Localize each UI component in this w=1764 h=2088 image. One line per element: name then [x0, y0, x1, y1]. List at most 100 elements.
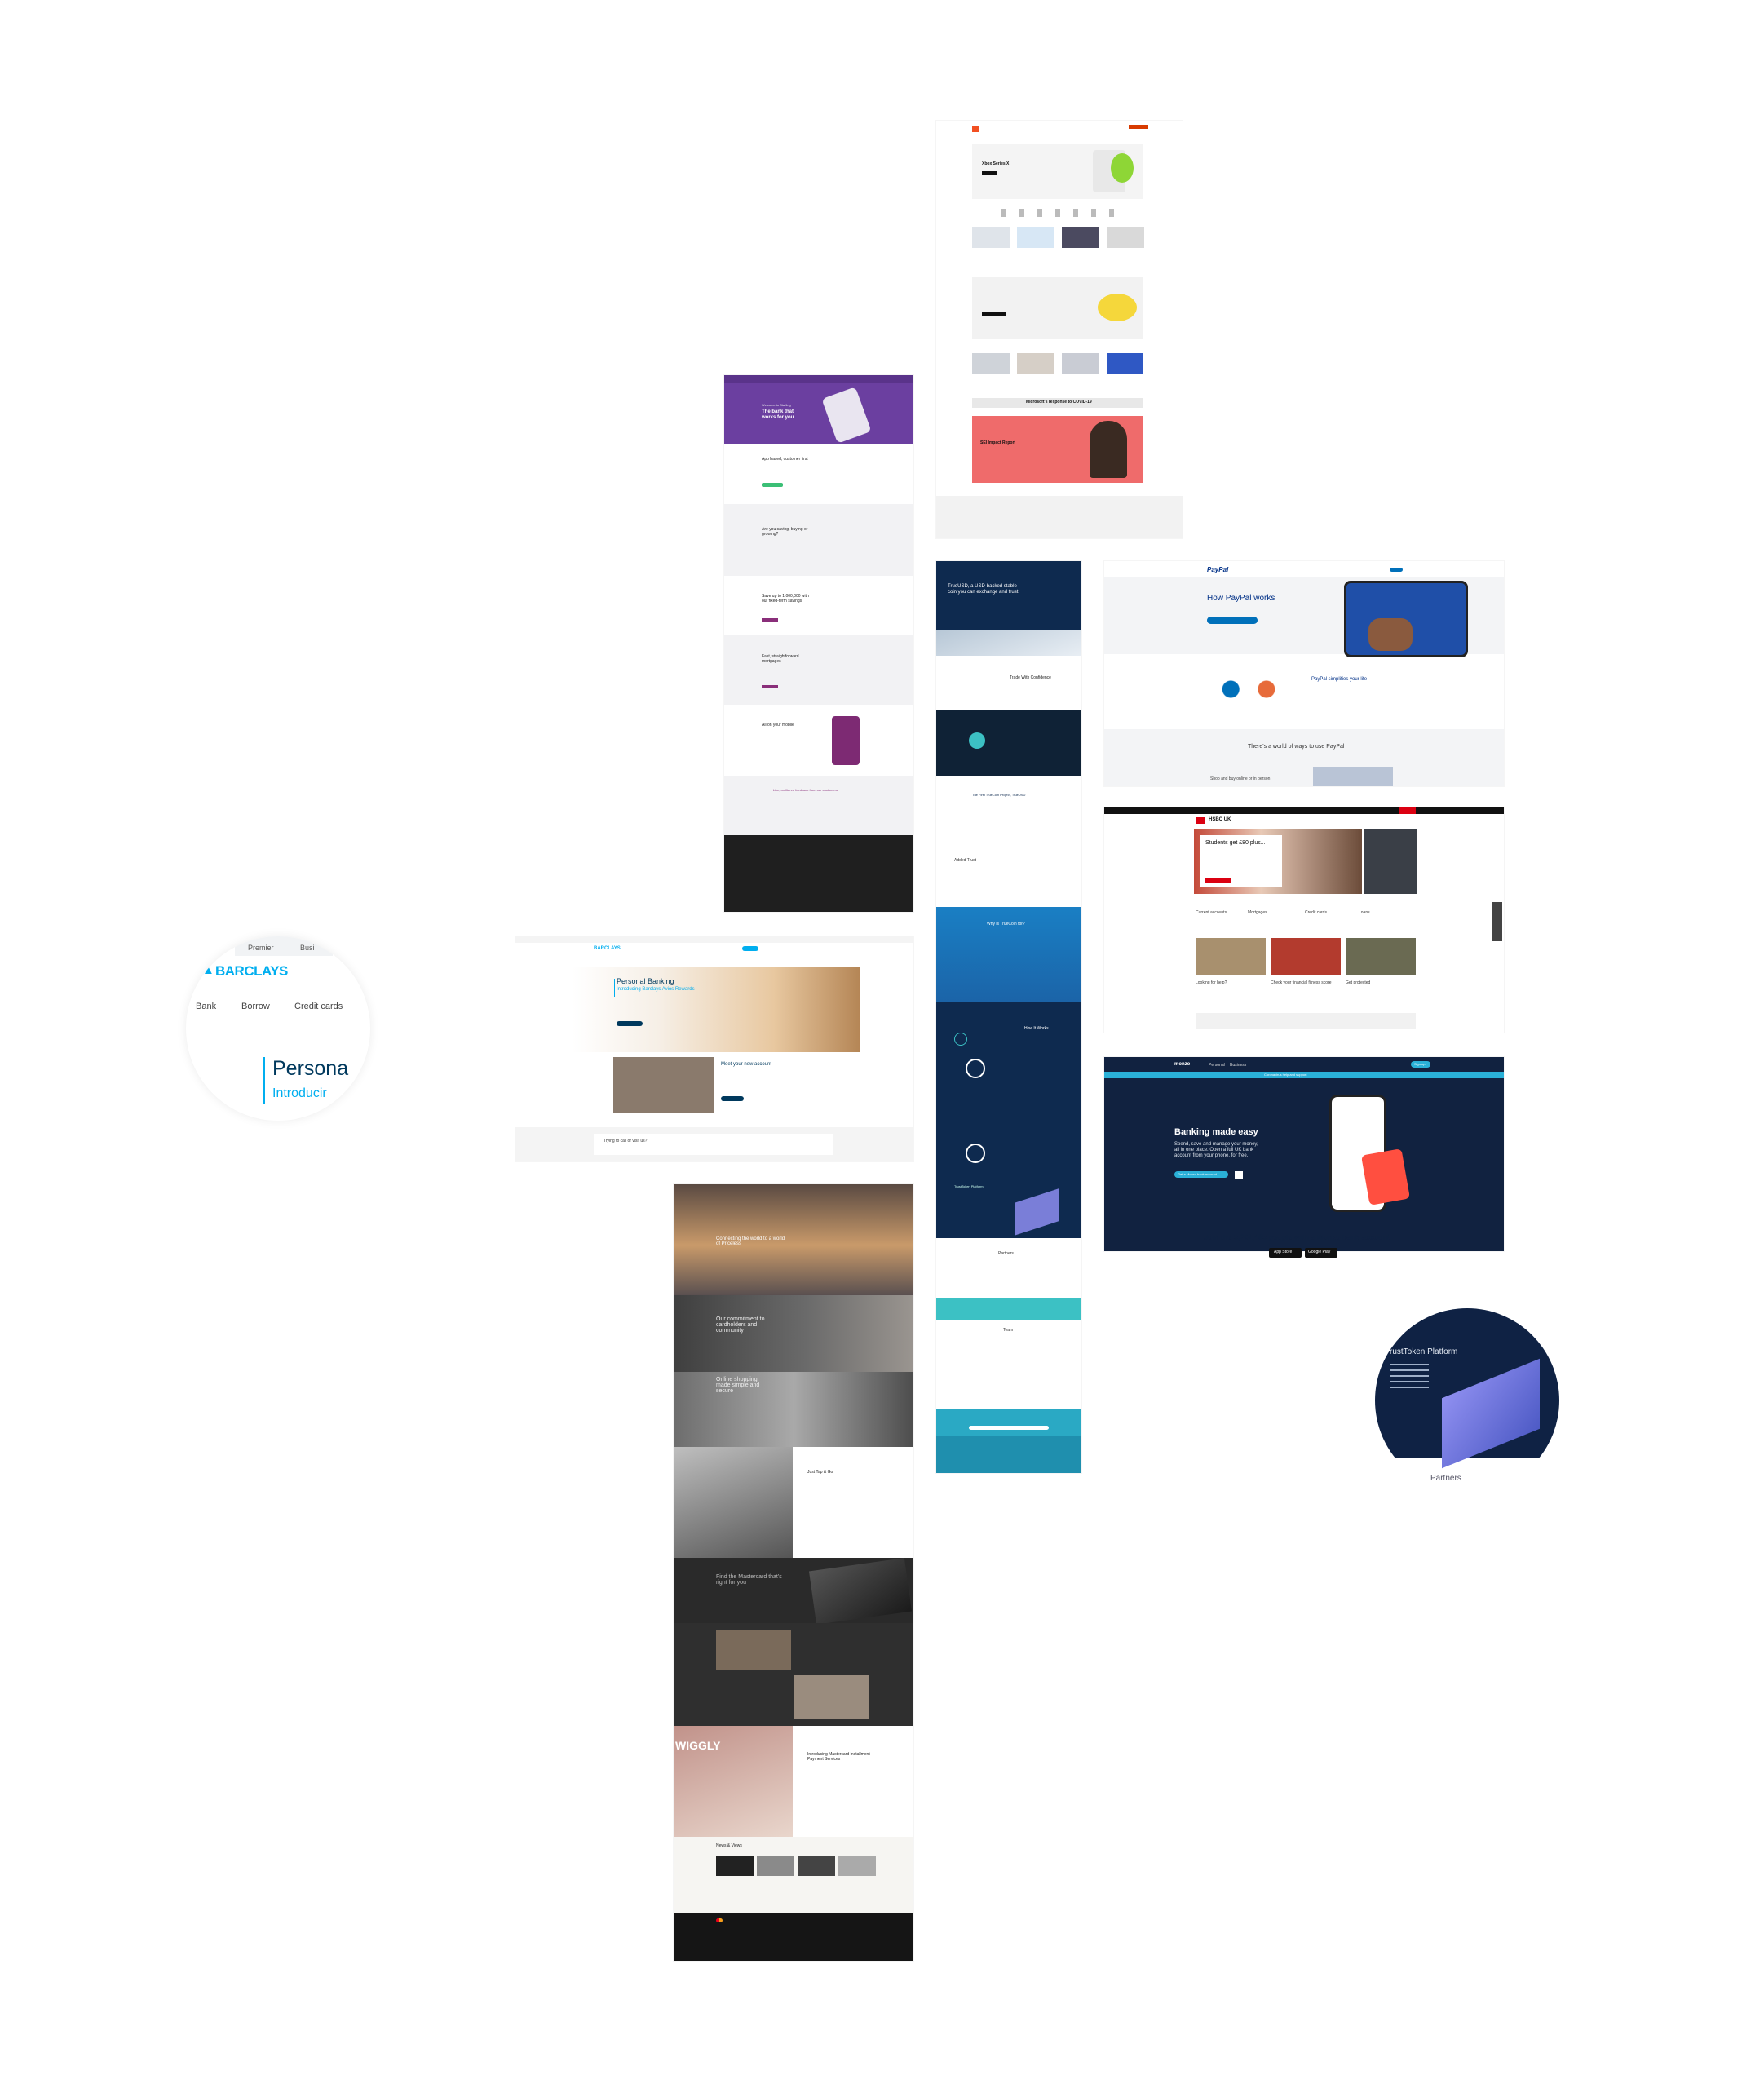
mastercard-tap-image [674, 1447, 793, 1558]
mastercard-story-image-2 [794, 1675, 869, 1719]
monzo-card-image [1360, 1148, 1411, 1205]
monzo-logo[interactable]: monzo [1174, 1062, 1191, 1067]
monzo-banner-text[interactable]: Coronavirus help and support [1264, 1073, 1307, 1077]
barclays-app-image [613, 1057, 714, 1113]
mastercard-stories [674, 1623, 913, 1726]
monzo-qr-icon [1235, 1171, 1243, 1179]
mastercard-story-image-1 [716, 1630, 791, 1670]
microsoft-covid-bar [972, 398, 1143, 408]
trusttoken-zoom-partners: Partners [1430, 1474, 1461, 1483]
hsbc-logo[interactable]: HSBC UK [1209, 817, 1231, 822]
barclays-login-button[interactable] [742, 946, 758, 951]
hsbc-card-help[interactable]: Looking for help? [1196, 980, 1227, 985]
hsbc-promo-button[interactable] [1205, 878, 1231, 883]
hsbc-card-protected[interactable]: Get protected [1346, 980, 1371, 985]
mastercard-bridge-hero [674, 1184, 913, 1295]
trueusd-why-section [936, 907, 1081, 1002]
hsbc-cat-mortgages[interactable]: Mortgages [1248, 910, 1267, 915]
mastercard-online-title: Online shopping made simple and secure [716, 1377, 760, 1394]
mastercard-hero-title: Connecting the world to a world of Price… [716, 1236, 785, 1246]
barclays-zoom-tab-premier[interactable]: Premier [248, 944, 274, 952]
microsoft-footer [936, 496, 1183, 538]
trusttoken-zoom-lens: rustToken Platform Partners [1375, 1308, 1559, 1493]
starling-section-3-button[interactable] [762, 618, 778, 622]
mastercard-tap-title: Just Tap & Go [807, 1470, 833, 1475]
barclays-hero-button[interactable] [617, 1021, 643, 1026]
monzo-google-play-badge[interactable] [1305, 1248, 1337, 1258]
monzo-signup-button[interactable] [1411, 1061, 1430, 1068]
mastercard-page: Connecting the world to a world of Price… [674, 1184, 913, 1961]
starling-section-1: App based, customer first [762, 457, 808, 462]
hsbc-topbar-red[interactable] [1399, 807, 1416, 814]
microsoft-tile-4[interactable] [1107, 227, 1144, 248]
trueusd-footer [936, 1436, 1081, 1473]
barclays-zoom-nav-credit-cards[interactable]: Credit cards [294, 1002, 343, 1011]
monzo-app-store-badge[interactable] [1269, 1248, 1302, 1258]
barclays-hero-heading: Personal Banking [617, 977, 674, 985]
trueusd-team-band [936, 1298, 1081, 1320]
paypal-hero-button[interactable] [1207, 617, 1258, 624]
trueusd-platform: TrustToken Platform [954, 1184, 984, 1188]
barclays-zoom-tab-business[interactable]: Busi [300, 944, 315, 952]
paypal-illustration [1205, 664, 1290, 714]
microsoft-tile-1[interactable] [972, 227, 1010, 248]
trueusd-dark-section [936, 710, 1081, 776]
starling-section-4-button[interactable] [762, 685, 778, 688]
microsoft-banner-button[interactable] [982, 312, 1006, 316]
starling-band-2 [724, 635, 913, 705]
starling-nav-bar [724, 375, 913, 383]
smart-speaker-yellow [1098, 294, 1137, 321]
barclays-zoom-nav-borrow[interactable]: Borrow [241, 1002, 270, 1011]
barclays-zoom-lens: Premier Busi ▲ BARCLAYS Bank Borrow Cred… [186, 936, 370, 1121]
starling-section-5: All on your mobile [762, 723, 794, 728]
trueusd-first: The First TrueCoin Project, TrueUSD [972, 793, 1026, 797]
barclays-zoom-logo[interactable]: BARCLAYS [215, 963, 288, 979]
barclays-zoom-subheading: Introducir [272, 1086, 327, 1100]
hsbc-card-image-3 [1346, 938, 1416, 975]
monzo-nav-business[interactable]: Business [1230, 1063, 1247, 1068]
microsoft-tile-2[interactable] [1017, 227, 1054, 248]
hsbc-card-image-2 [1271, 938, 1341, 975]
barclays-app-button[interactable] [721, 1096, 744, 1101]
barclays-hero-image [573, 967, 860, 1052]
monzo-nav-personal[interactable]: Personal [1209, 1063, 1225, 1068]
hsbc-cat-credit[interactable]: Credit cards [1305, 910, 1327, 915]
barclays-zoom-logo-icon: ▲ [202, 963, 214, 977]
hsbc-card-image-1 [1196, 938, 1266, 975]
starling-hero-title: The bank that works for you [762, 409, 794, 420]
barclays-zoom-heading: Persona [272, 1057, 349, 1080]
paypal-shop: Shop and buy online or in person [1210, 776, 1271, 781]
monzo-cta-button[interactable] [1174, 1171, 1228, 1178]
monzo-google-play-label: Google Play [1308, 1250, 1331, 1254]
starling-hero-kicker: Welcome to Starling [762, 403, 791, 407]
mastercard-commitment [674, 1295, 913, 1372]
paypal-signup-button[interactable] [1390, 568, 1403, 572]
paypal-ways: There's a world of ways to use PayPal [1248, 744, 1345, 750]
microsoft-hero-button[interactable] [982, 171, 997, 175]
barclays-logo[interactable]: BARCLAYS [594, 946, 621, 951]
hsbc-feedback-tab[interactable] [1492, 902, 1502, 941]
barclays-search-box[interactable] [594, 1134, 833, 1155]
trueusd-why: Why is TrueCoin for? [987, 922, 1025, 927]
trueusd-how: How It Works [1024, 1026, 1049, 1031]
microsoft-category-row [1001, 209, 1116, 217]
mastercard-news-images [716, 1856, 876, 1876]
microsoft-tile-3[interactable] [1062, 227, 1099, 248]
paypal-logo[interactable]: PayPal [1207, 566, 1229, 573]
microsoft-signin-button[interactable] [1129, 125, 1148, 129]
trueusd-coin-icon [969, 732, 985, 749]
trueusd-newsletter-input[interactable] [969, 1426, 1049, 1430]
trusttoken-zoom-lines [1390, 1364, 1429, 1390]
barclays-zoom-nav-bank[interactable]: Bank [196, 1002, 217, 1011]
microsoft-logo-icon[interactable] [972, 126, 979, 132]
trueusd-mountain-image [936, 630, 1081, 656]
monzo-cta-label: Get a Monzo bank account [1178, 1172, 1217, 1176]
mastercard-footer [674, 1913, 913, 1961]
monzo-app-store-label: App Store [1274, 1250, 1293, 1254]
hsbc-cat-loans[interactable]: Loans [1359, 910, 1370, 915]
hsbc-card-fitness[interactable]: Check your financial fitness score [1271, 980, 1332, 985]
microsoft-covid-title[interactable]: Microsoft's response to COVID-19 [1026, 400, 1092, 405]
starling-band-3 [724, 776, 913, 835]
hsbc-cat-current[interactable]: Current accounts [1196, 910, 1227, 915]
microsoft-page: Xbox Series X Microsoft's response to CO… [936, 121, 1183, 538]
